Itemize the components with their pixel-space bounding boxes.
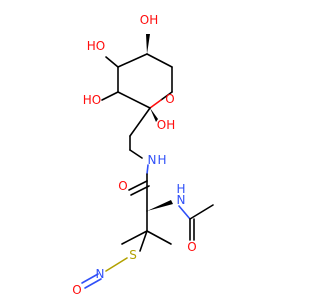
molecule-structure: OH HO HO O OH N H O N H O S N O — [72, 13, 214, 297]
bond-ring-c5-c6 — [117, 91, 151, 109]
bond-nh-carbonyl — [146, 164, 149, 175]
wedge-c5-oh — [150, 108, 158, 122]
label-nitroso-n: N — [96, 267, 105, 281]
label-oh-top: OH — [140, 13, 158, 27]
bond-ring-c2-c3 — [146, 53, 173, 68]
bond-cbeta-me-right — [146, 230, 172, 245]
bond-carbonyl-o-2 — [130, 185, 150, 196]
label-carbonyl-o: O — [118, 179, 127, 193]
label-acetamide-nh-h: H — [176, 182, 185, 196]
label-amide-nh-h: H — [157, 153, 166, 167]
bond-cbeta-me-left — [121, 230, 148, 245]
label-ho-upper-left: HO — [87, 39, 105, 53]
bond-c6-oh — [101, 91, 119, 101]
bond-c5-ch2 — [129, 107, 151, 137]
bond-s-n — [105, 257, 128, 272]
atom-labels: OH HO HO O OH N H O N H O S N O — [72, 13, 196, 297]
bond-carbonyl-o-1 — [128, 180, 148, 191]
bond-ring-c1-c2 — [117, 53, 148, 68]
hash-wedge-calpha-n — [147, 200, 173, 211]
bond-ch2-nh — [129, 149, 143, 159]
bond-ring-c4-o — [160, 91, 173, 101]
bond-n-o-2 — [81, 273, 99, 284]
label-amide-nh: N — [148, 153, 157, 167]
label-acetyl-o: O — [187, 240, 196, 254]
label-ring-o: O — [165, 92, 174, 106]
bond-c1-oh — [105, 56, 119, 68]
label-nitroso-o: O — [72, 283, 81, 297]
bond-ring-o-c5 — [149, 99, 162, 109]
label-acetamide-n: N — [177, 193, 186, 207]
bond-n-o-1 — [84, 278, 102, 289]
label-thio-s: S — [129, 248, 137, 262]
label-oh-anomeric: OH — [157, 118, 175, 132]
ring-substituents — [101, 34, 158, 151]
side-chain — [81, 149, 172, 289]
bond-acetyl-methyl — [189, 204, 214, 220]
label-ho-mid-left: HO — [83, 93, 101, 107]
acetamide-group — [147, 200, 214, 241]
bond-cbeta-s — [139, 230, 148, 252]
sugar-ring — [117, 53, 173, 109]
wedge-c2-oh — [146, 34, 150, 54]
bond-nh-acetyl — [178, 205, 191, 220]
